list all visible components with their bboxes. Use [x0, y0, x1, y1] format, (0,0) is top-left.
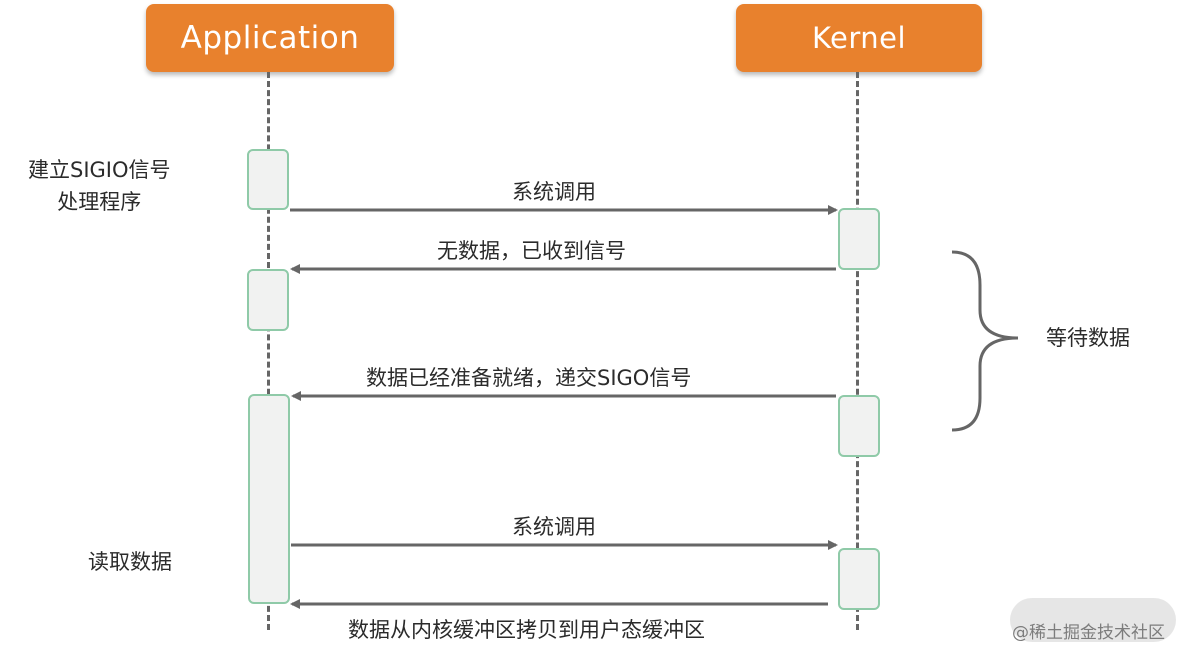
lifeline-application — [267, 72, 270, 630]
setup-note-line1: 建立SIGIO信号 — [28, 158, 171, 182]
lifeline-kernel — [856, 72, 859, 630]
activation-kernel-ready — [838, 395, 880, 457]
read-data-note: 读取数据 — [88, 550, 172, 574]
watermark-text: @稀土掘金技术社区 — [1012, 623, 1165, 643]
activation-kernel-call1 — [838, 208, 880, 270]
message-label-1: 系统调用 — [512, 180, 596, 204]
actor-kernel: Kernel — [736, 4, 982, 72]
setup-handler-note: 建立SIGIO信号 处理程序 — [28, 154, 171, 218]
setup-note-line2: 处理程序 — [57, 190, 142, 214]
message-label-4: 系统调用 — [512, 515, 596, 539]
activation-app-read — [248, 394, 290, 604]
waiting-brace — [951, 250, 1019, 432]
message-label-3: 数据已经准备就绪，递交SIGO信号 — [366, 366, 692, 390]
message-label-5: 数据从内核缓冲区拷贝到用户态缓冲区 — [348, 618, 705, 642]
activation-app-signal — [247, 269, 289, 331]
activation-kernel-call2 — [838, 548, 880, 610]
activation-app-setup — [247, 149, 289, 210]
watermark-badge — [1010, 598, 1176, 642]
message-label-2: 无数据，已收到信号 — [437, 239, 626, 263]
waiting-data-note: 等待数据 — [1046, 326, 1130, 350]
actor-application: Application — [146, 4, 394, 72]
